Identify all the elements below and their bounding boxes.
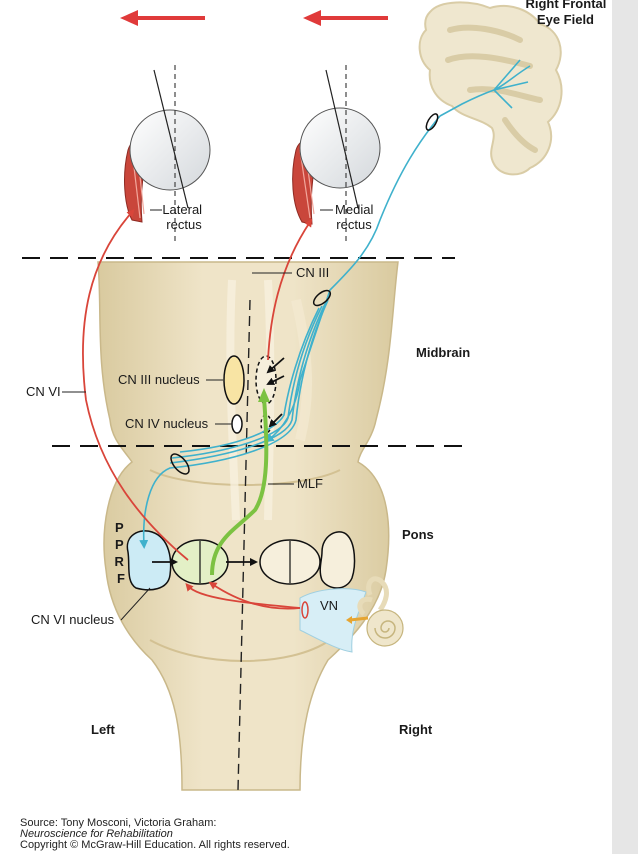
cn-vi-nucleus-label: CN VI nucleus [31,612,115,627]
source-book-title: Neuroscience for Rehabilitation [20,828,173,840]
brainstem [97,261,399,791]
midbrain-label: Midbrain [416,345,470,360]
pathway-marker [425,113,439,131]
pprf-label: P P R F [114,520,127,586]
pprf-left [126,530,172,591]
cn-iii-label: CN III [296,265,329,280]
source-credit: Source: Tony Mosconi, Victoria Graham: N… [20,818,290,851]
inner-ear-icon [346,576,404,647]
source-line: Source: Tony Mosconi, Victoria Graham: [20,817,217,829]
cortical-pathway [139,59,531,549]
cn-vi-label: CN VI [26,384,61,399]
pprf-right [319,531,356,589]
midline [237,299,251,791]
lateral-rectus-label: Lateral rectus [162,202,205,232]
left-eye [124,65,211,245]
pons-label: Pons [402,527,434,542]
gaze-direction-arrow-right [303,10,388,26]
internuclear-arrows [152,357,285,566]
gaze-direction-arrow-left [120,10,205,26]
pathway-marker [301,601,309,619]
scrollbar[interactable] [612,0,638,854]
right-frontal-cortex [418,1,563,176]
cn-iii-nucleus-left [223,355,245,405]
pathway-marker [312,289,332,307]
cn-iv-nucleus-left [231,414,243,434]
mlf-label: MLF [297,476,323,491]
leader-lines [62,209,333,621]
right-side-label: Right [399,722,433,737]
motor-pathway [82,208,313,610]
vn-label: VN [320,598,338,613]
left-side-label: Left [91,722,116,737]
right-eye [292,65,381,245]
copyright-line: Copyright © McGraw-Hill Education. All r… [20,839,290,851]
cn-vi-nucleus-right [259,539,321,585]
medial-rectus-label: Medial rectus [335,202,377,232]
right-frontal-eye-field-label: Right Frontal Eye Field [525,0,610,27]
mlf-pathway [210,397,269,576]
cn-iv-nucleus-label: CN IV nucleus [125,416,209,431]
pathway-marker [170,453,190,475]
cn-iii-nucleus-label: CN III nucleus [118,372,200,387]
